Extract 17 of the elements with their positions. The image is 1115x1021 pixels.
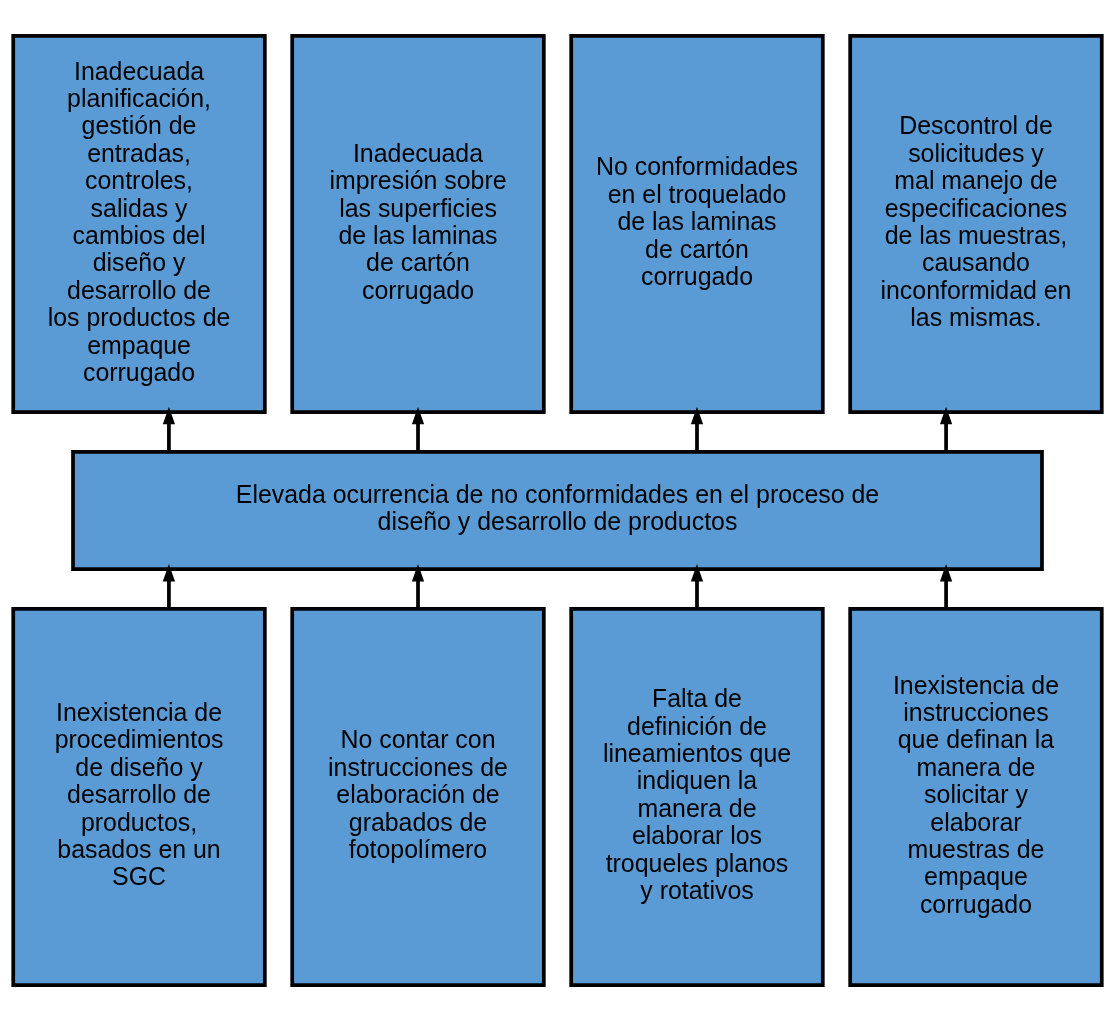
node-box: Falta de definición de lineamientos que indiquen la manera de elaborar los troqueles planos y rotativos (569, 607, 825, 987)
arrow (162, 563, 176, 609)
node-box: Inadecuada planificación, gestión de entradas, controles, salidas y cambios del diseño y desarrollo de los productos de empaque corrugado (11, 34, 267, 414)
arrow (939, 406, 953, 452)
node-box: Inadecuada impresión sobre las superficies de las laminas de cartón corrugado (290, 34, 546, 414)
arrow (690, 406, 704, 452)
node-box: Inexistencia de instrucciones que definan la manera de solicitar y elaborar muestras de empaque corrugado (848, 607, 1104, 987)
node-box: Elevada ocurrencia de no conformidades en el proceso de diseño y desarrollo de productos (71, 450, 1044, 571)
node-box: No conformidades en el troquelado de las laminas de cartón corrugado (569, 34, 825, 414)
node-box: Inexistencia de procedimientos de diseño y desarrollo de productos, basados en un SGC (11, 607, 267, 987)
node-box: No contar con instrucciones de elaboración de grabados de fotopolímero (290, 607, 546, 987)
arrow (411, 563, 425, 609)
node-box: Descontrol de solicitudes y mal manejo de especificaciones de las muestras, causando inconformidad en las mismas. (848, 34, 1104, 414)
arrow (690, 563, 704, 609)
arrow (939, 563, 953, 609)
arrow (411, 406, 425, 452)
arrow (162, 406, 176, 452)
